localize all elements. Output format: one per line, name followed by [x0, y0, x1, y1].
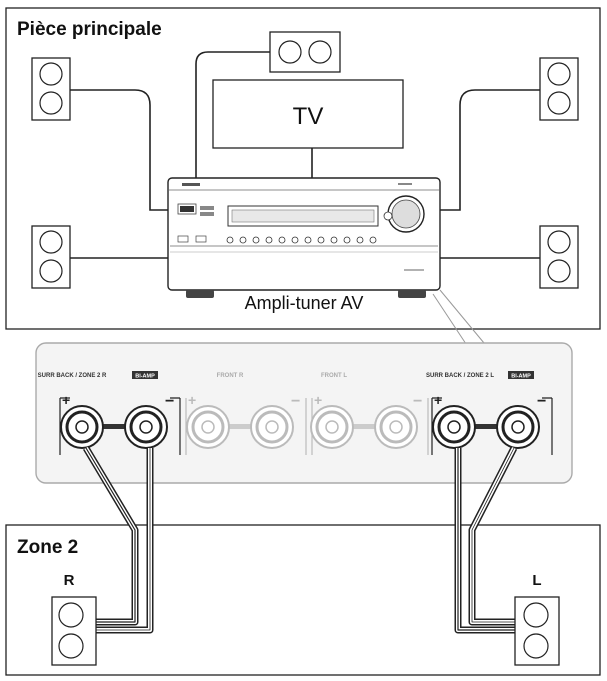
svg-text:+: + [434, 392, 442, 408]
zone2-title: Zone 2 [17, 537, 78, 558]
tv-label: TV [293, 103, 324, 130]
label-biamp-right-bg [508, 371, 534, 379]
receiver-label: Ampli-tuner AV [245, 293, 364, 313]
speaker-surround-right [539, 225, 579, 289]
zone2-cables [82, 446, 518, 634]
terminal-surr-back-r-plus [60, 405, 104, 449]
tv-box [212, 79, 404, 149]
label-front-l: FRONT L [321, 373, 347, 379]
speaker-front-right [539, 57, 579, 121]
terminal-panel [35, 342, 573, 484]
main-room-title: Pièce principale [17, 19, 162, 40]
svg-text:−: − [537, 393, 546, 410]
av-receiver [167, 177, 441, 298]
terminal-surr-back-l-plus [432, 405, 476, 449]
svg-text:−: − [413, 393, 422, 410]
terminal-surr-back-l-minus [496, 405, 540, 449]
terminal-surr-back-r-minus [124, 405, 168, 449]
main-room-wires [70, 51, 540, 259]
polarity-marks: + − + − + − + − [62, 392, 546, 410]
label-front-r: FRONT R [217, 373, 244, 379]
label-surr-back-l: SURR BACK / ZONE 2 L [426, 373, 494, 379]
svg-text:+: + [314, 392, 322, 408]
terminal-frames [59, 397, 553, 455]
callout-line-right [439, 289, 485, 344]
callout-line-left [432, 293, 471, 351]
svg-text:−: − [165, 393, 174, 410]
label-surr-back-r: SURR BACK / ZONE 2 R [38, 373, 107, 379]
terminal-front-r-plus [186, 405, 230, 449]
zone2-speaker-right-label: R [64, 572, 75, 589]
svg-text:+: + [188, 392, 196, 408]
terminal-front-l-minus [374, 405, 418, 449]
label-biamp-left: BI-AMP [135, 374, 155, 380]
speaker-surround-left [31, 225, 71, 289]
zone2-speaker-right [51, 596, 97, 666]
label-biamp-right: BI-AMP [511, 374, 531, 380]
zone2-speaker-left [514, 596, 560, 666]
terminal-front-l-plus [310, 405, 354, 449]
speaker-front-left [31, 57, 71, 121]
terminal-front-r-minus [250, 405, 294, 449]
svg-text:−: − [291, 393, 300, 410]
svg-text:+: + [62, 392, 70, 408]
terminal-bridges [98, 424, 500, 429]
speaker-center [269, 31, 341, 73]
zone2-speaker-left-label: L [532, 572, 541, 589]
label-biamp-left-bg [132, 371, 158, 379]
zone2-frame [5, 524, 601, 676]
